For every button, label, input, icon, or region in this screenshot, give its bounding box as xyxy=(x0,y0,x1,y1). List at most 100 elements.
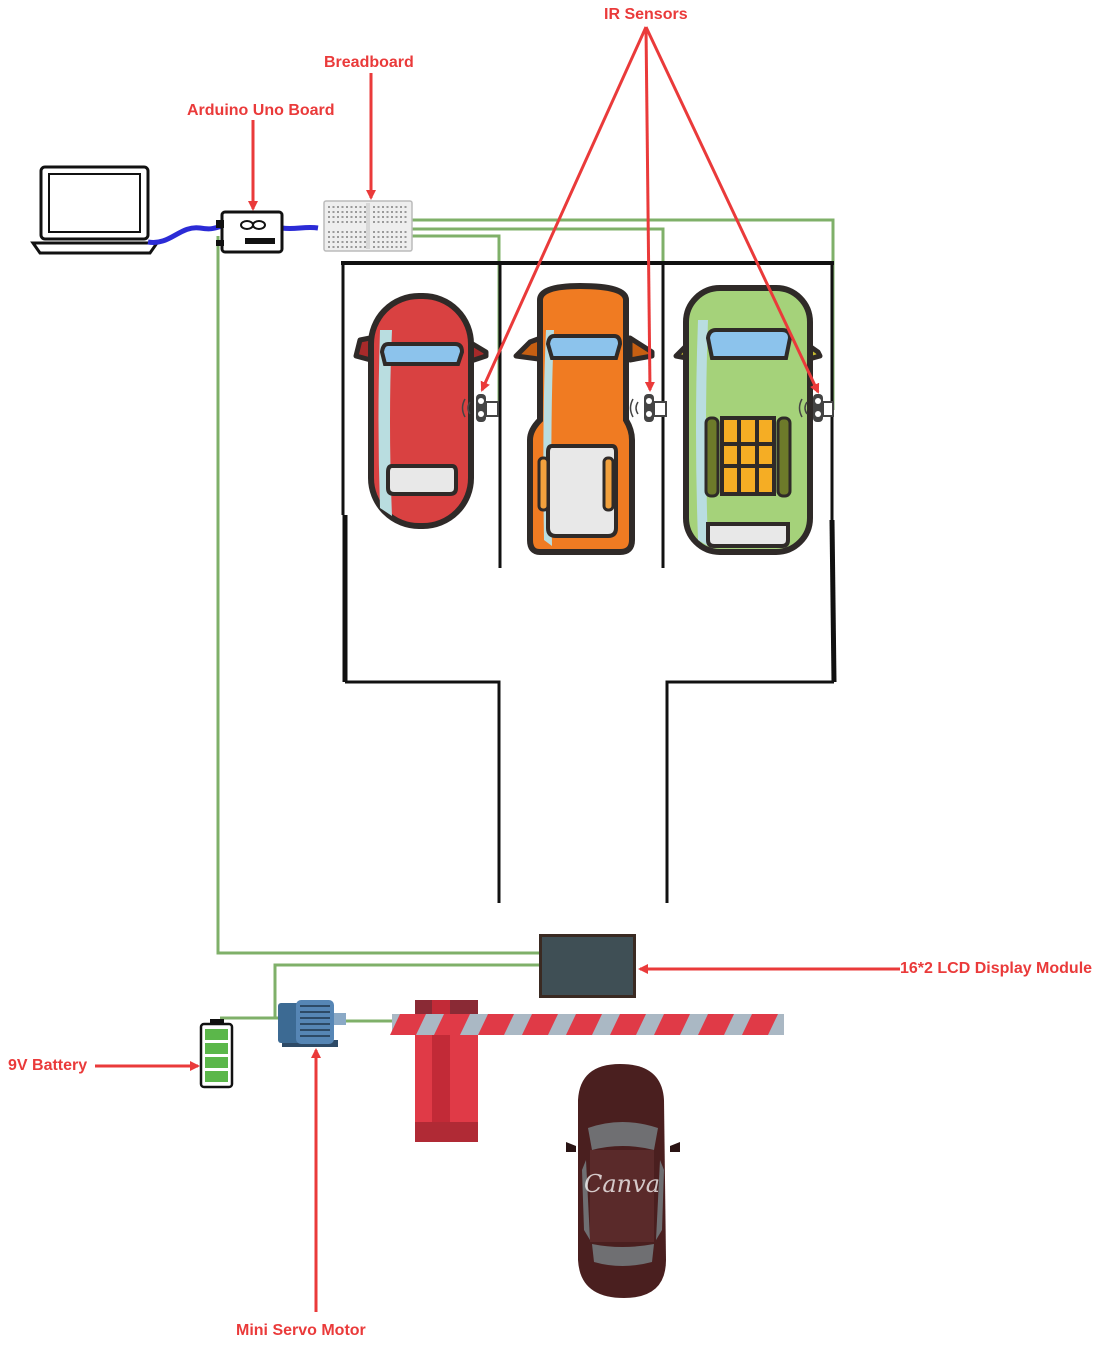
canva-watermark: Canva xyxy=(584,1170,660,1198)
lcd-label: 16*2 LCD Display Module xyxy=(900,960,1093,977)
breadboard-hole xyxy=(400,206,402,208)
usb-cable xyxy=(147,223,223,245)
breadboard-hole xyxy=(359,216,362,218)
arduino-label: Arduino Uno Board xyxy=(187,102,335,119)
breadboard-hole xyxy=(377,216,380,218)
breadboard-hole xyxy=(337,206,339,208)
breadboard-hole xyxy=(346,211,348,213)
breadboard-hole xyxy=(350,246,353,248)
breadboard-hole xyxy=(337,211,339,213)
arduino-breadboard-cable xyxy=(281,224,319,232)
breadboard-hole xyxy=(386,216,389,218)
breadboard-hole xyxy=(404,241,407,243)
breadboard-hole xyxy=(359,211,362,213)
breadboard-hole xyxy=(341,241,344,243)
servo-motor-icon xyxy=(278,1000,346,1047)
breadboard-hole xyxy=(332,236,335,238)
breadboard-hole xyxy=(328,221,330,223)
breadboard-hole xyxy=(359,236,362,238)
breadboard-hole xyxy=(373,236,375,238)
barrier-stripe xyxy=(610,1014,646,1035)
breadboard-hole xyxy=(386,211,389,213)
incoming-car-icon: Canva xyxy=(566,1064,680,1298)
breadboard-hole xyxy=(341,206,344,208)
breadboard-hole xyxy=(341,236,344,238)
arrow-ir-3 xyxy=(644,26,820,394)
breadboard-hole xyxy=(400,231,402,233)
breadboard-hole xyxy=(391,241,393,243)
breadboard-hole xyxy=(341,246,344,248)
breadboard-hole xyxy=(328,246,330,248)
breadboard-hole xyxy=(341,216,344,218)
breadboard-hole xyxy=(404,231,407,233)
green-car-icon xyxy=(673,285,823,555)
breadboard-hole xyxy=(395,221,398,223)
breadboard-hole xyxy=(404,221,407,223)
breadboard-hole xyxy=(364,241,366,243)
breadboard-hole xyxy=(355,246,357,248)
breadboard-hole xyxy=(373,206,375,208)
breadboard-hole xyxy=(337,221,339,223)
breadboard-hole xyxy=(400,241,402,243)
breadboard-hole xyxy=(386,246,389,248)
breadboard-hole xyxy=(377,236,380,238)
ir-sensor-icon xyxy=(461,394,499,422)
breadboard-hole xyxy=(404,236,407,238)
breadboard-hole xyxy=(386,221,389,223)
laptop-icon xyxy=(30,165,160,255)
breadboard-hole xyxy=(373,221,375,223)
breadboard-hole xyxy=(328,206,330,208)
breadboard-hole xyxy=(332,221,335,223)
breadboard-hole xyxy=(332,216,335,218)
breadboard-hole xyxy=(350,241,353,243)
breadboard-hole xyxy=(364,221,366,223)
breadboard-hole xyxy=(355,241,357,243)
arduino-board-icon xyxy=(216,210,284,254)
breadboard-hole xyxy=(364,246,366,248)
breadboard-hole xyxy=(355,211,357,213)
breadboard-hole xyxy=(386,231,389,233)
breadboard-hole xyxy=(346,216,348,218)
breadboard-hole xyxy=(359,241,362,243)
breadboard-hole xyxy=(386,206,389,208)
breadboard-hole xyxy=(382,246,384,248)
breadboard-hole xyxy=(341,231,344,233)
ir-sensor-icon xyxy=(629,394,667,422)
breadboard-hole xyxy=(337,236,339,238)
breadboard-hole xyxy=(350,216,353,218)
wire-arduino-lcd xyxy=(216,236,540,955)
breadboard-hole xyxy=(395,206,398,208)
breadboard-hole xyxy=(382,236,384,238)
breadboard-hole xyxy=(386,236,389,238)
barrier-gate-icon xyxy=(390,1000,784,1142)
barrier-stripe xyxy=(698,1014,734,1035)
breadboard-hole xyxy=(373,241,375,243)
breadboard-hole xyxy=(328,216,330,218)
servo-label: Mini Servo Motor xyxy=(236,1322,366,1339)
breadboard-hole xyxy=(386,241,389,243)
breadboard-hole xyxy=(382,216,384,218)
barrier-stripe xyxy=(522,1014,558,1035)
breadboard-hole xyxy=(346,241,348,243)
breadboard-hole xyxy=(377,241,380,243)
breadboard-hole xyxy=(364,216,366,218)
breadboard-hole xyxy=(395,241,398,243)
breadboard-hole xyxy=(391,246,393,248)
breadboard-hole xyxy=(364,211,366,213)
breadboard-hole xyxy=(377,231,380,233)
breadboard-hole xyxy=(350,206,353,208)
ir-sensors-label: IR Sensors xyxy=(604,6,688,23)
arrow-ir-2 xyxy=(644,26,655,392)
breadboard-hole xyxy=(355,231,357,233)
barrier-stripe xyxy=(434,1014,470,1035)
breadboard-hole xyxy=(391,231,393,233)
breadboard-hole xyxy=(350,211,353,213)
breadboard-hole xyxy=(400,221,402,223)
breadboard-hole xyxy=(337,231,339,233)
barrier-stripe xyxy=(390,1014,426,1035)
breadboard-hole xyxy=(377,206,380,208)
callout-arrows xyxy=(95,26,900,1312)
breadboard-hole xyxy=(350,236,353,238)
